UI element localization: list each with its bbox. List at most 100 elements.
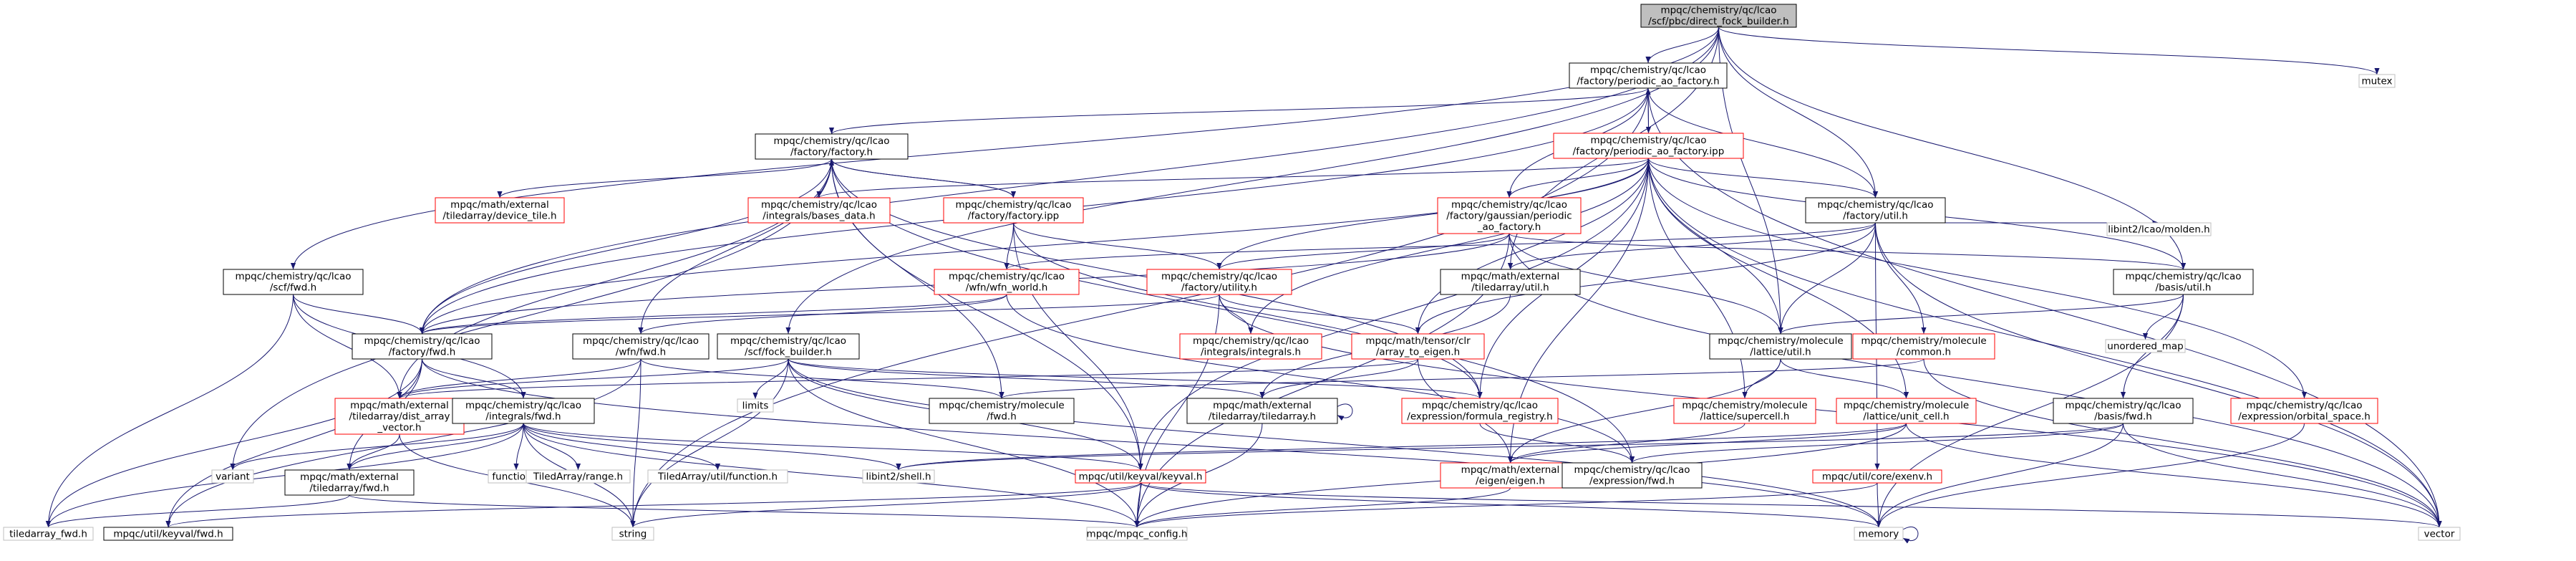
node-a2e-label-line-2: /array_to_eigen.h [1376,347,1460,358]
edge-wfnfwd-to-molfwd [640,358,1004,399]
node-factipp-label-line-1: mpqc/chemistry/qc/lcao [955,199,1071,211]
node-factfwd-label-line-1: mpqc/chemistry/qc/lcao [364,335,480,347]
edge-fockb-to-tatiledarray [788,358,1265,399]
edge-basisfwd-to-vector [2123,423,2442,528]
node-wfnworld[interactable]: mpqc/chemistry/qc/lcao/wfn/wfn_world.h [934,269,1080,295]
node-exprfwd[interactable]: mpqc/chemistry/qc/lcao/expression/fwd.h [1561,462,1703,489]
edge-gpao-to-futility [1216,233,1510,270]
node-variant: variant [211,469,254,484]
node-root[interactable]: mpqc/chemistry/qc/lcao/scf/pbc/direct_fo… [1640,4,1797,28]
node-mutex-label-line-1: mutex [2361,75,2392,87]
node-memory: memory [1854,527,1904,541]
node-basisutil-label-line-2: /basis/util.h [2156,282,2212,294]
node-eigen[interactable]: mpqc/math/external/eigen/eigen.h [1440,462,1581,489]
edge-factfwd-to-tiledfwd [45,358,422,528]
node-devtile[interactable]: mpqc/math/external/tiledarray/device_til… [435,197,565,224]
node-exenv-box [1812,469,1942,484]
node-keyval[interactable]: mpqc/util/keyval/keyval.h [1075,469,1206,484]
node-formreg-label-line-2: /expression/formula_registry.h [1407,411,1552,423]
node-common[interactable]: mpqc/chemistry/molecule/common.h [1852,333,1995,360]
edge-futil-to-a2e [1415,222,1876,335]
node-pao[interactable]: mpqc/chemistry/qc/lcao/factory/periodic_… [1569,62,1728,89]
node-futility[interactable]: mpqc/chemistry/qc/lcao/factory/utility.h [1146,269,1292,295]
edge-paoipp-to-gpao [1506,158,1649,198]
node-latutil[interactable]: mpqc/chemistry/molecule/lattice/util.h [1709,333,1852,360]
edge-intfwd-to-shell [523,423,901,471]
node-vector-label-line-1: vector [2424,528,2455,540]
node-tafunc: TiledArray/util/function.h [647,469,788,484]
node-orbspace[interactable]: mpqc/chemistry/qc/lcao/expression/orbita… [2230,398,2378,424]
node-tafwd-label-line-2: /tiledarray/fwd.h [309,483,389,494]
edge-factipp-to-formreg [1013,222,1483,399]
edge-paoipp-to-orbspace [1648,158,2308,399]
node-limits: limits [737,398,774,413]
node-common-label-line-1: mpqc/chemistry/molecule [1861,335,1986,347]
node-basisutil[interactable]: mpqc/chemistry/qc/lcao/basis/util.h [2113,269,2254,295]
node-intint[interactable]: mpqc/chemistry/qc/lcao/integrals/integra… [1179,333,1322,360]
node-tatiledarray[interactable]: mpqc/math/external/tiledarray/tiledarray… [1186,398,1338,424]
node-orbspace-label-line-2: /expression/orbital_space.h [2238,411,2371,423]
node-scffwd-label-line-1: mpqc/chemistry/qc/lcao [235,271,351,282]
node-distarr-box [334,398,465,435]
node-tautil-label-line-2: /tiledarray/util.h [1471,282,1549,294]
node-futil[interactable]: mpqc/chemistry/qc/lcao/factory/util.h [1805,197,1946,224]
node-tafwd[interactable]: mpqc/math/external/tiledarray/fwd.h [284,469,415,496]
node-factfwd-box [352,333,493,360]
node-paoipp[interactable]: mpqc/chemistry/qc/lcao/factory/periodic_… [1553,133,1744,159]
node-intfwd[interactable]: mpqc/chemistry/qc/lcao/integrals/fwd.h [452,398,595,424]
node-intint-box [1179,333,1322,360]
node-facth[interactable]: mpqc/chemistry/qc/lcao/factory/factory.h [755,133,909,160]
edge-memory-to-memory [1902,527,1919,544]
edge-intfwd-to-tafwd [347,423,524,471]
node-tautil[interactable]: mpqc/math/external/tiledarray/util.h [1440,269,1581,295]
node-devtile-label-line-2: /tiledarray/device_tile.h [442,211,556,222]
node-basesdata[interactable]: mpqc/chemistry/qc/lcao/integrals/bases_d… [747,197,891,224]
edge-tafwd-to-tiledfwd [46,494,350,528]
node-factfwd[interactable]: mpqc/chemistry/qc/lcao/factory/fwd.h [352,333,493,360]
node-vector-box [2418,527,2461,541]
node-gpao[interactable]: mpqc/chemistry/qc/lcao/factory/gaussian/… [1437,197,1582,234]
edge-tafwd-to-config [349,494,1140,528]
node-unitcell[interactable]: mpqc/chemistry/molecule/lattice/unit_cel… [1836,398,1977,424]
node-string: string [611,527,654,541]
node-basisfwd-box [2053,398,2194,424]
node-basisfwd[interactable]: mpqc/chemistry/qc/lcao/basis/fwd.h [2053,398,2194,424]
edge-a2e-to-distarr [397,358,1418,399]
node-factipp[interactable]: mpqc/chemistry/qc/lcao/factory/factory.i… [943,197,1084,224]
node-fockb[interactable]: mpqc/chemistry/qc/lcao/scf/fock_builder.… [717,333,860,360]
edge-basisfwd-to-shell [896,423,2124,471]
edge-intfwd-to-config [523,423,1140,528]
node-distarr[interactable]: mpqc/math/external/tiledarray/dist_array… [334,398,465,435]
node-umap: unordered_map [2105,339,2186,353]
edge-paoipp-to-unitcell [1648,158,1909,399]
node-exenv[interactable]: mpqc/util/core/exenv.h [1812,469,1942,484]
node-supercell-box [1673,398,1816,424]
edge-basisutil-to-latutil [1778,294,2184,335]
node-gpao-label-line-1: mpqc/chemistry/qc/lcao [1451,199,1567,211]
edge-pao-to-string [630,87,1649,528]
edge-futility-to-intint [1219,294,1254,335]
node-distarr-label-line-1: mpqc/math/external [350,400,449,411]
node-scffwd[interactable]: mpqc/chemistry/qc/lcao/scf/fwd.h [223,269,364,295]
node-umap-box [2105,339,2186,353]
edge-wfnworld-to-exprfwd [1006,294,1635,464]
edge-orbspace-to-memory [1876,423,2305,528]
node-wfnfwd[interactable]: mpqc/chemistry/qc/lcao/wfn/fwd.h [572,333,710,360]
edge-a2e-to-tatiledarray [1259,358,1418,399]
node-latutil-label-line-1: mpqc/chemistry/molecule [1718,335,1843,347]
node-tafwd-box [284,469,415,496]
node-a2e[interactable]: mpqc/math/tensor/clr/array_to_eigen.h [1351,333,1485,360]
node-keyvalfwd[interactable]: mpqc/util/keyval/fwd.h [103,527,233,541]
node-fockb-label-line-2: /scf/fock_builder.h [745,347,832,358]
node-wfnfwd-label-line-1: mpqc/chemistry/qc/lcao [583,335,699,347]
node-formreg[interactable]: mpqc/chemistry/qc/lcao/expression/formul… [1401,398,1559,424]
edge-basisutil-to-umap [2142,294,2184,340]
node-exenv-label-line-1: mpqc/util/core/exenv.h [1822,471,1932,482]
node-pao-label-line-1: mpqc/chemistry/qc/lcao [1590,64,1706,76]
node-a2e-label-line-1: mpqc/math/tensor/clr [1365,335,1471,347]
node-molfwd[interactable]: mpqc/chemistry/molecule/fwd.h [929,398,1075,424]
edge-root-to-futil [1718,27,1879,198]
edge-factipp-to-keyval [1013,222,1143,471]
node-facth-label-line-2: /factory/factory.h [790,147,873,158]
node-supercell[interactable]: mpqc/chemistry/molecule/lattice/supercel… [1673,398,1816,424]
